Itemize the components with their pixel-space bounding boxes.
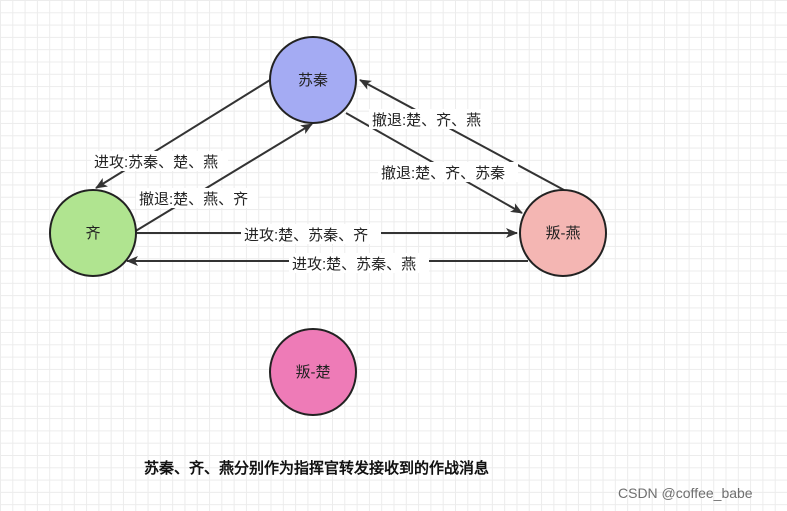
node-suqin: 苏秦 [269, 36, 357, 124]
node-label-yan: 叛-燕 [546, 225, 581, 242]
edge-label-suqin-to-yan: 撤退:楚、齐、苏秦 [381, 165, 505, 182]
edge-label-bg [289, 253, 429, 273]
edge-yan-to-suqin [359, 79, 565, 191]
node-circle [519, 189, 607, 277]
edge-label-yan-to-suqin: 撤退:楚、齐、燕 [372, 112, 481, 129]
node-circle [269, 328, 357, 416]
node-chu: 叛-楚 [269, 328, 357, 416]
edge-label-qi-to-yan: 进攻:楚、苏秦、齐 [244, 227, 368, 244]
node-qi: 齐 [49, 189, 137, 277]
edge-label-yan-to-qi: 进攻:楚、苏秦、燕 [292, 256, 416, 273]
node-yan: 叛-燕 [519, 189, 607, 277]
edge-label-bg [91, 151, 228, 171]
node-label-suqin: 苏秦 [298, 72, 328, 89]
diagram-caption: 苏秦、齐、燕分别作为指挥官转发接收到的作战消息 [144, 459, 490, 477]
edge-qi-to-suqin [133, 123, 313, 233]
node-label-qi: 齐 [85, 225, 100, 242]
edge-label-qi-to-suqin: 撤退:楚、燕、齐 [139, 191, 248, 208]
edge-label-bg [241, 224, 381, 244]
edge-label-bg [378, 162, 518, 182]
node-circle [49, 189, 137, 277]
node-circle [269, 36, 357, 124]
node-label-chu: 叛-楚 [296, 364, 331, 381]
edge-label-bg [136, 188, 258, 208]
edge-suqin-to-qi [95, 79, 271, 189]
watermark: CSDN @coffee_babe [618, 485, 753, 501]
edge-label-bg [369, 109, 491, 129]
edge-label-suqin-to-qi: 进攻:苏秦、楚、燕 [94, 154, 218, 171]
